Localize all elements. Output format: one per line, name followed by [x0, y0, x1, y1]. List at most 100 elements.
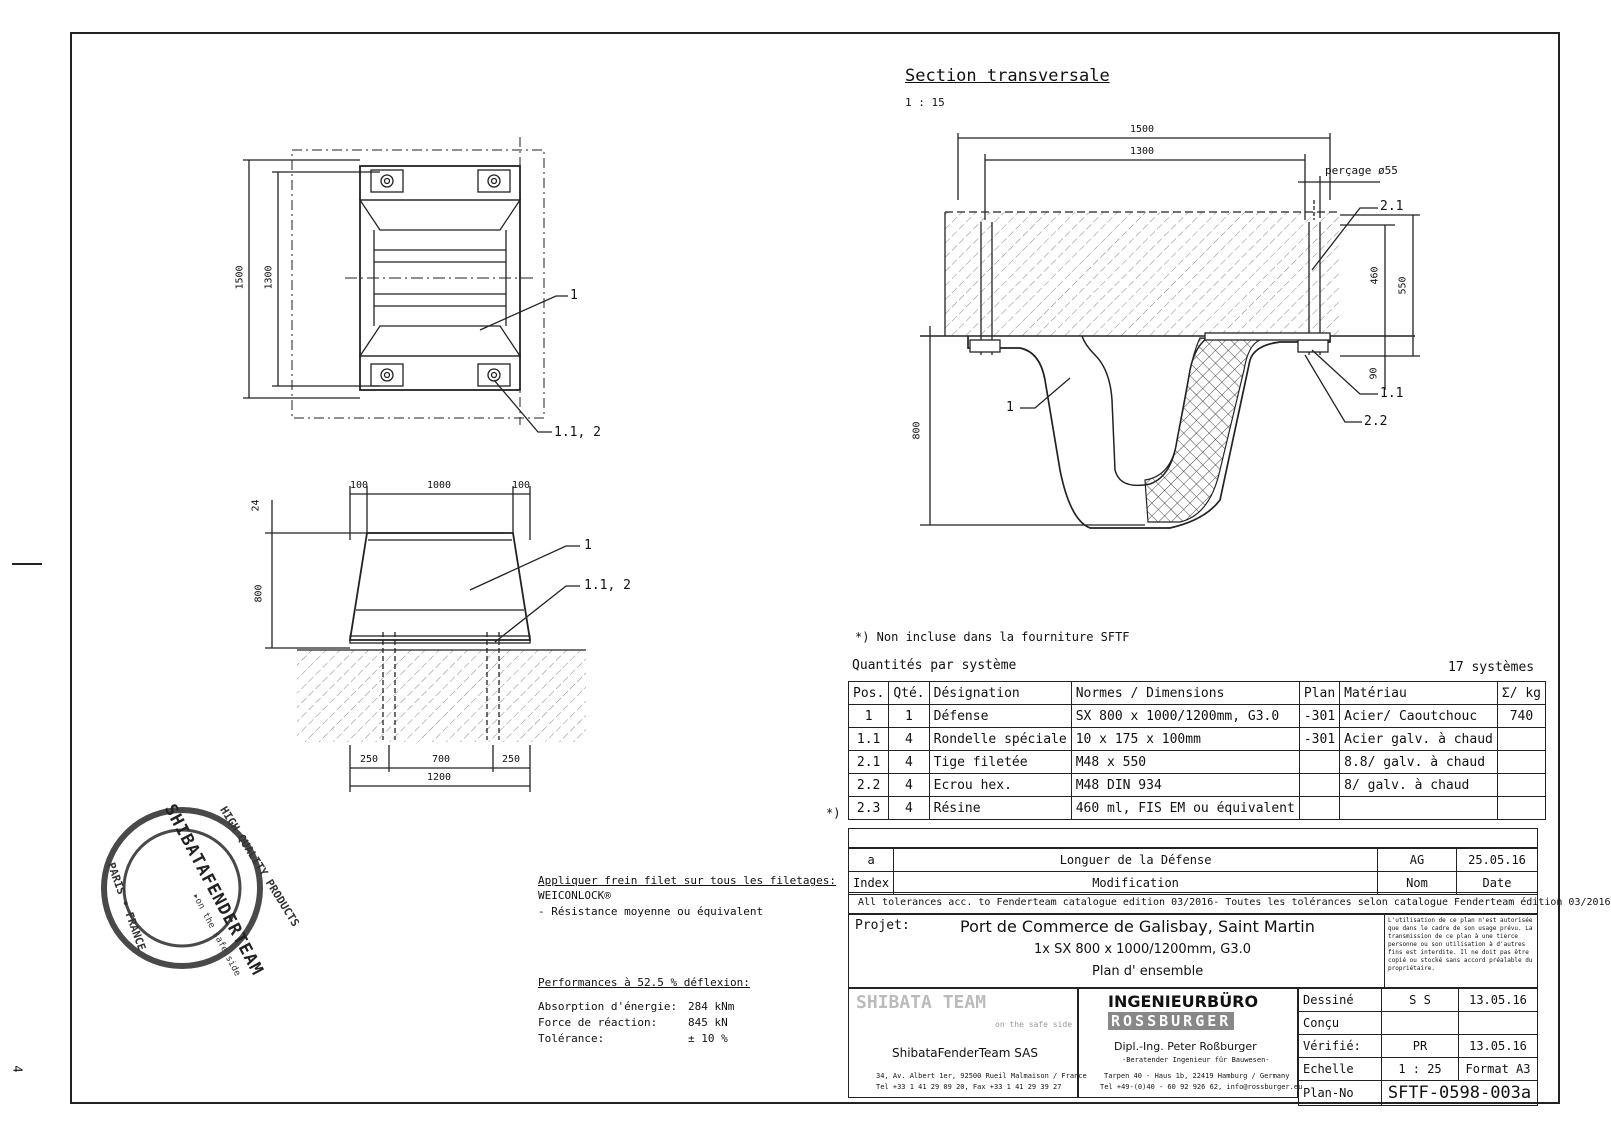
bom-cell: M48 x 550 [1070, 750, 1300, 774]
plan-dim-1500: 1500 [234, 265, 246, 290]
bom-cell [1496, 727, 1547, 751]
elev-dim-100a: 100 [350, 480, 369, 491]
signoff-date: 13.05.16 [1458, 988, 1538, 1012]
plan-label-1-1-2: 1.1, 2 [554, 425, 601, 440]
revision-date: 25.05.16 [1456, 848, 1538, 872]
perf-label-1: Force de réaction: [538, 1016, 658, 1029]
bom-cell: 2.3 [847, 796, 890, 820]
revision-index: a [847, 848, 895, 872]
page-margin-mark [12, 563, 42, 565]
signoff-date: Format A3 [1458, 1057, 1538, 1081]
engineer-box [1078, 988, 1298, 1098]
bom-header-cell: Matériau [1339, 681, 1498, 705]
signoff-table: Dessiné S S 13.05.16 Conçu Vérifié: PR 1… [1298, 988, 1538, 1106]
tolerance-note: All tolerances acc. to Fenderteam catalo… [858, 897, 1611, 908]
company-logo: SHIBATA TEAM [856, 992, 987, 1013]
signoff-label: Conçu [1298, 1011, 1382, 1035]
bom-cell: 1 [888, 704, 930, 728]
bom-marker: *) [826, 806, 841, 820]
section-dim-800: 800 [911, 421, 923, 440]
bom-cell: Acier/ Caoutchouc [1339, 704, 1498, 728]
bom-cell: 1.1 [847, 727, 890, 751]
bom-cell: SX 800 x 1000/1200mm, G3.0 [1070, 704, 1300, 728]
bom-cell [1298, 796, 1341, 820]
perf-value-2: ± 10 % [688, 1032, 728, 1045]
elev-label-1: 1 [584, 538, 592, 553]
signoff-label: Echelle [1298, 1057, 1382, 1081]
bom-cell [1298, 773, 1341, 797]
perf-value-1: 845 kN [688, 1016, 728, 1029]
signoff-row: Echelle 1 : 25 Format A3 [1298, 1057, 1538, 1081]
bom-header-cell: Désignation [928, 681, 1072, 705]
signoff-date [1458, 1011, 1538, 1035]
bom-cell [1496, 796, 1547, 820]
elev-dim-250a: 250 [360, 754, 379, 765]
perf-value-0: 284 kNm [688, 1000, 735, 1013]
revision-header-cell: Date [1456, 871, 1538, 895]
bom-cell: 740 [1496, 704, 1547, 728]
bom-header-cell: Pos. [847, 681, 890, 705]
engineer-address: Tarpen 40 - Haus 1b, 22419 Hamburg / Ger… [1104, 1072, 1290, 1080]
bom-footnote: *) Non incluse dans la fourniture SFTF [855, 630, 1130, 644]
frein-product: WEICONLOCK® [538, 889, 611, 902]
elev-dim-700: 700 [432, 754, 451, 765]
company-stamp [101, 807, 263, 969]
bom-header-cell: Σ/ kg [1496, 681, 1547, 705]
revision-name: AG [1377, 848, 1457, 872]
frein-detail: - Résistance moyenne ou équivalent [538, 905, 764, 918]
bom-table: Pos. Qté. Désignation Normes / Dimension… [847, 681, 1547, 820]
project-label: Projet: [855, 918, 910, 933]
elev-dim-24: 24 [250, 499, 262, 512]
signoff-row: Vérifié: PR 13.05.16 [1298, 1034, 1538, 1058]
section-dim-90: 90 [1368, 367, 1380, 380]
bom-cell: 4 [888, 727, 930, 751]
bom-header-cell: Normes / Dimensions [1070, 681, 1300, 705]
bom-cell: Ecrou hex. [928, 773, 1072, 797]
signoff-row: Plan-No SFTF-0598-003a [1298, 1080, 1538, 1106]
bom-header-row: Pos. Qté. Désignation Normes / Dimension… [847, 681, 1547, 705]
perf-label-2: Tolérance: [538, 1032, 605, 1045]
section-label-1-1: 1.1 [1380, 386, 1404, 401]
signoff-who: 1 : 25 [1381, 1057, 1459, 1081]
elev-dim-100b: 100 [512, 480, 531, 491]
section-label-2-1: 2.1 [1380, 199, 1404, 214]
plan-label-1: 1 [570, 288, 578, 303]
plan-dim-1300: 1300 [263, 265, 275, 290]
elev-dim-800: 800 [253, 584, 265, 603]
bom-cell: 4 [888, 796, 930, 820]
section-dim-460: 460 [1369, 266, 1381, 285]
bom-cell: 2.2 [847, 773, 890, 797]
bom-title: Quantités par système [852, 658, 1017, 673]
bom-cell: Défense [928, 704, 1072, 728]
bom-cell: 4 [888, 750, 930, 774]
signoff-who [1381, 1011, 1459, 1035]
bom-cell [1496, 750, 1547, 774]
bom-cell: 4 [888, 773, 930, 797]
revision-header-cell: Modification [893, 871, 1378, 895]
perf-title: Performances à 52.5 % déflexion: [538, 976, 750, 989]
bom-cell: -301 [1298, 704, 1341, 728]
company-address: 34, Av. Albert 1er, 92500 Rueil Malmaiso… [876, 1072, 1087, 1080]
revision-row: a Longuer de la Défense AG 25.05.16 [847, 848, 1538, 872]
section-title: Section transversale [905, 66, 1110, 86]
section-dim-1500: 1500 [1130, 124, 1155, 135]
bom-cell: 460 ml, FIS EM ou équivalent [1070, 796, 1300, 820]
revision-header-row: Index Modification Nom Date [847, 871, 1538, 895]
bom-systems: 17 systèmes [1448, 660, 1535, 675]
bom-cell: Acier galv. à chaud [1339, 727, 1498, 751]
bom-cell [1298, 750, 1341, 774]
section-percage: perçage ø55 [1325, 164, 1398, 177]
elev-dim-1000: 1000 [427, 480, 452, 491]
elev-label-1-1-2: 1.1, 2 [584, 578, 631, 593]
signoff-row: Conçu [1298, 1011, 1538, 1035]
signoff-date: 13.05.16 [1458, 1034, 1538, 1058]
drawing-sheet [70, 32, 1560, 1104]
engineer-title: INGENIEURBÜRO [1108, 992, 1259, 1011]
bom-cell: 8.8/ galv. à chaud [1339, 750, 1498, 774]
frein-title: Appliquer frein filet sur tous les filet… [538, 874, 837, 887]
section-dim-1300: 1300 [1130, 146, 1155, 157]
elev-dim-1200: 1200 [427, 772, 452, 783]
section-label-1: 1 [1006, 400, 1014, 415]
bom-cell: Tige filetée [928, 750, 1072, 774]
bom-cell: Rondelle spéciale [928, 727, 1072, 751]
